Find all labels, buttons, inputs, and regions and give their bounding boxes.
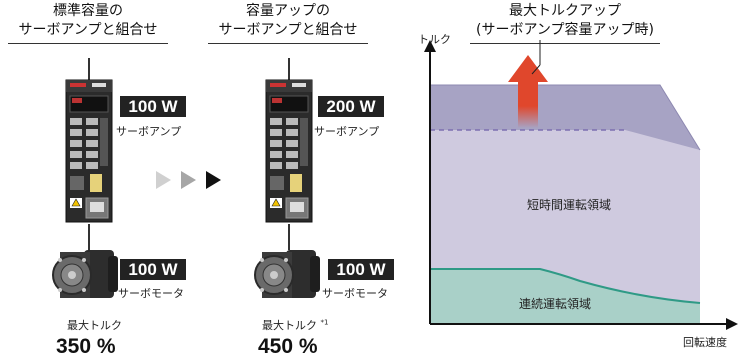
graph-title: 最大トルクアップ (サーボアンプ容量アップ時) xyxy=(470,2,660,44)
left-heading-line2: サーボアンプと組合せ xyxy=(18,22,158,38)
right-torque-value: 450 % xyxy=(258,335,318,358)
graph-title-line1: 最大トルクアップ xyxy=(509,3,621,19)
right-motor-caption: サーボモータ xyxy=(322,287,388,300)
right-torque-footnote: *1 xyxy=(320,318,329,327)
graph-title-line2: (サーボアンプ容量アップ時) xyxy=(476,22,654,38)
servo-amplifier-icon xyxy=(265,58,313,223)
right-torque-label: 最大トルク *1 xyxy=(262,317,328,333)
y-axis-arrowhead xyxy=(424,40,436,52)
right-amp-watt-badge: 200 W xyxy=(318,96,384,117)
x-axis-label: 回転速度 xyxy=(683,336,727,349)
right-heading-underline xyxy=(208,42,368,44)
play-icon-light xyxy=(156,171,171,189)
torque-up-arrow-icon xyxy=(508,55,548,128)
callout-line xyxy=(531,64,541,75)
right-amp-caption: サーボアンプ xyxy=(314,125,380,138)
torque-speed-graph xyxy=(424,40,738,330)
left-config-heading: 標準容量の サーボアンプと組合せ xyxy=(8,2,168,44)
x-axis-arrowhead xyxy=(726,318,738,330)
right-cable-line xyxy=(288,224,290,250)
right-heading-line1: 容量アップの xyxy=(246,3,330,19)
graph-title-underline xyxy=(470,42,660,44)
servo-amplifier-icon xyxy=(65,58,113,223)
left-amp-caption: サーボアンプ xyxy=(116,125,182,138)
right-torque-label-text: 最大トルク xyxy=(262,319,317,332)
y-axis-label: トルク xyxy=(418,33,451,46)
continuous-region-label: 連続運転領域 xyxy=(519,297,592,311)
left-heading-line1: 標準容量の xyxy=(53,3,123,19)
right-motor-watt-badge: 100 W xyxy=(328,259,394,280)
play-icon-dark xyxy=(206,171,221,189)
continuous-region-area xyxy=(430,269,700,324)
right-config-heading: 容量アップの サーボアンプと組合せ xyxy=(208,2,368,44)
left-motor-watt-badge: 100 W xyxy=(120,259,186,280)
left-amp-watt-badge: 100 W xyxy=(120,96,186,117)
short-time-region-label: 短時間運転領域 xyxy=(527,198,612,212)
left-motor-caption: サーボモータ xyxy=(118,287,184,300)
left-torque-label: 最大トルク xyxy=(67,319,122,332)
continuous-boundary-line xyxy=(430,268,701,304)
left-cable-line xyxy=(88,224,90,250)
servo-motor-icon xyxy=(254,250,320,298)
left-heading-underline xyxy=(8,42,168,44)
play-icon-medium xyxy=(181,171,196,189)
right-heading-line2: サーボアンプと組合せ xyxy=(218,22,358,38)
servo-motor-icon xyxy=(52,250,118,298)
left-torque-value: 350 % xyxy=(56,335,116,358)
